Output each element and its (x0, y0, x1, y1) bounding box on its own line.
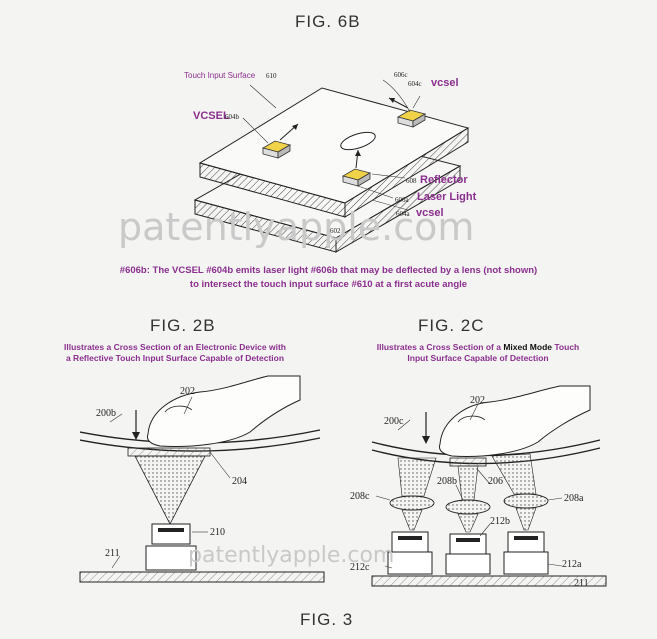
lens-208a (503, 493, 549, 509)
svg-text:Laser Light: Laser Light (417, 191, 477, 203)
watermark-bottom: patentlyapple.com (188, 543, 394, 568)
sensor-212b (449, 533, 487, 555)
vcsel-left-number: 604b (225, 113, 240, 121)
fig-2b-reflector-label: 204 (232, 476, 247, 487)
svg-text:604a: 604a (396, 210, 411, 218)
vcsel-bottom-number: 604a (396, 210, 411, 218)
svg-text:208a: 208a (564, 493, 584, 504)
touch-surface-number: 610 (266, 72, 277, 80)
vcsel-top-label: vcsel (431, 77, 459, 89)
fig-2c-device-label: 200c (384, 416, 404, 427)
finger-202-fig2c (439, 385, 591, 457)
svg-text:200c: 200c (384, 416, 404, 427)
svg-text:208c: 208c (350, 491, 370, 502)
touch-surface-label: Touch Input Surface (184, 71, 256, 80)
svg-text:208b: 208b (437, 476, 457, 487)
vcsel-bottom-label: vcsel (416, 207, 444, 219)
svg-text:212c: 212c (350, 562, 370, 573)
svg-text:202: 202 (470, 395, 485, 406)
fig-2c-caption: Illustrates a Cross Section of a Mixed M… (330, 342, 626, 364)
svg-text:606a: 606a (395, 196, 410, 204)
fig-2c-caption-line-2: Input Surface Capable of Detection (407, 353, 549, 363)
fig-2c-caption-post: Touch (554, 342, 580, 352)
svg-text:vcsel: vcsel (431, 77, 459, 89)
sensor-212c (391, 531, 429, 553)
svg-text:606c: 606c (394, 71, 408, 79)
svg-text:Reflector: Reflector (420, 174, 468, 186)
svg-text:212a: 212a (562, 559, 582, 570)
svg-text:patentlyapple.com: patentlyapple.com (118, 205, 474, 249)
svg-text:608: 608 (406, 177, 417, 185)
reflector-608 (340, 131, 376, 151)
fig-2c-title: FIG. 2C (418, 316, 485, 335)
svg-text:Touch Input Surface: Touch Input Surface (184, 71, 256, 80)
fig-2c-sensor-a-label: 212a (562, 559, 582, 570)
svg-text:211: 211 (105, 548, 120, 559)
fig-2b-device-label: 200b (96, 408, 116, 419)
reflector-204 (127, 447, 211, 457)
fig-2b-base-label: 211 (105, 548, 120, 559)
fig-2c-sensor-c-label: 212c (350, 562, 370, 573)
vcsel-top-number-a: 606c (394, 71, 408, 79)
vcsel-top-number-b: 604c (408, 80, 422, 88)
svg-text:604b: 604b (225, 113, 240, 121)
reflector-206 (449, 457, 487, 467)
fig-2c-base-label: 211 (574, 578, 589, 589)
fig-6b-caption-line-2: to intersect the touch input surface #61… (189, 279, 468, 290)
reflector-number: 608 (406, 177, 417, 185)
laser-light-label: Laser Light (417, 191, 477, 203)
svg-text:211: 211 (574, 578, 589, 589)
reflector-label: Reflector (420, 174, 468, 186)
fig-2c-finger-label: 202 (470, 395, 485, 406)
base-211-fig2c (371, 575, 607, 587)
svg-text:604c: 604c (408, 80, 422, 88)
sensor-212a (507, 531, 545, 553)
vcsel-left-label: VCSEL (193, 110, 230, 122)
fig-2b-drawing: 200b 202 204 210 211 (79, 375, 325, 583)
fig-2c-caption-pre: Illustrates a Cross Section of a (376, 342, 501, 352)
svg-text:212b: 212b (490, 516, 510, 527)
fig-2b-title: FIG. 2B (150, 316, 216, 335)
fig-6b-caption-line-1: #606b: The VCSEL #604b emits laser light… (119, 265, 538, 276)
fig-2b-finger-label: 202 (180, 386, 195, 397)
svg-text:206: 206 (488, 476, 503, 487)
base-number: 602 (330, 227, 341, 235)
sensor-210 (151, 523, 191, 545)
lens-208b (445, 499, 491, 515)
svg-text:202: 202 (180, 386, 195, 397)
fig-2c-lens-b-label: 208b (437, 476, 457, 487)
laser-light-number: 606a (395, 196, 410, 204)
svg-text:204: 204 (232, 476, 247, 487)
watermark-top: patentlyapple.com (118, 205, 474, 249)
svg-text:610: 610 (266, 72, 277, 80)
svg-text:210: 210 (210, 527, 225, 538)
fig-2c-lens-a-label: 208a (564, 493, 584, 504)
lens-208c (389, 495, 435, 511)
svg-text:200b: 200b (96, 408, 116, 419)
fig-2c-lens-c-label: 208c (350, 491, 370, 502)
vcsel-604c (396, 109, 427, 128)
fig-2b-caption: Illustrates a Cross Section of an Electr… (30, 342, 320, 364)
fig-2c-sensor-b-label: 212b (490, 516, 510, 527)
vcsel-604b (261, 140, 292, 159)
svg-text:vcsel: vcsel (416, 207, 444, 219)
vcsel-604a (341, 168, 372, 187)
fig-2b-sensor-label: 210 (210, 527, 225, 538)
fig-6b-caption: #606b: The VCSEL #604b emits laser light… (70, 264, 587, 292)
fig-6b-title: FIG. 6B (295, 12, 361, 31)
fig-2c-reflector-label: 206 (488, 476, 503, 487)
fig-2b-caption-line-2: a Reflective Touch Input Surface Capable… (65, 353, 285, 363)
svg-text:VCSEL: VCSEL (193, 110, 230, 122)
svg-text:602: 602 (330, 227, 341, 235)
fig-2b-caption-line-1: Illustrates a Cross Section of an Electr… (63, 342, 286, 352)
fig-2c-caption-highlight: Mixed Mode (503, 342, 552, 352)
svg-text:patentlyapple.com: patentlyapple.com (188, 543, 394, 568)
fig-2c-drawing: 200c 202 208c 208b 206 208a 212b 212a 21… (350, 385, 607, 589)
fig-2c-caption-line-1: Illustrates a Cross Section of a Mixed M… (330, 342, 626, 353)
finger-202-fig2b (147, 375, 301, 447)
base-211-fig2b (79, 571, 325, 583)
fig-3-title: FIG. 3 (300, 610, 354, 629)
